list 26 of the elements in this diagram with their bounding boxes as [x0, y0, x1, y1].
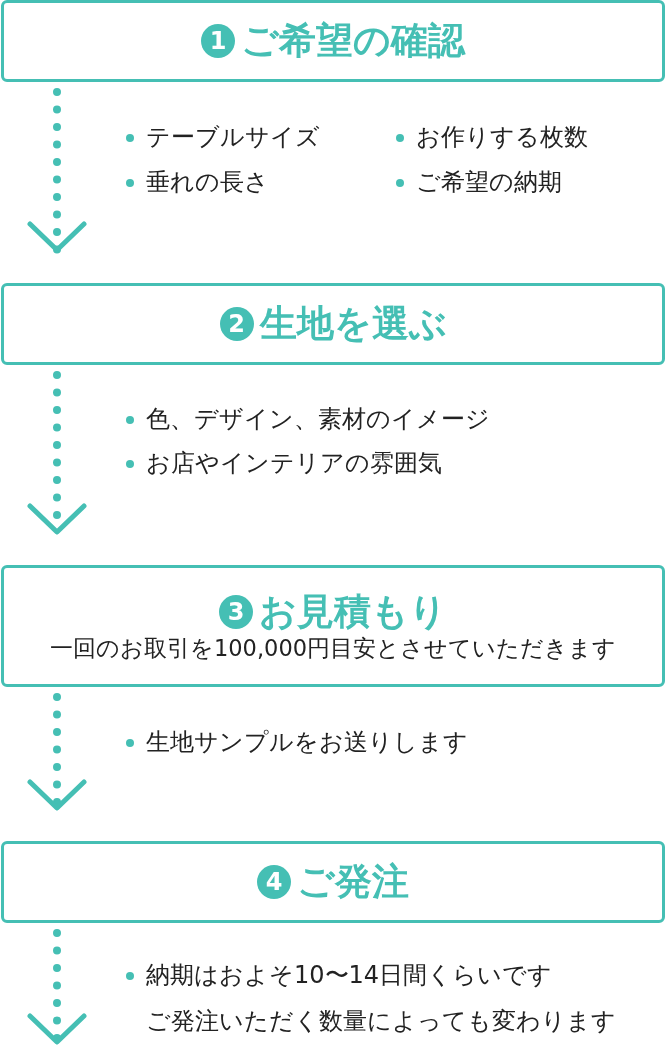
step-title: ご発注	[297, 860, 409, 904]
list-item: テーブルサイズ	[146, 122, 320, 152]
step-box	[1, 283, 665, 365]
list-item: ご希望の納期	[416, 167, 562, 197]
dotted-arrow	[27, 929, 87, 1046]
step-note: 一回のお取引を100,000円目安とさせていただきます	[49, 634, 616, 662]
dotted-arrow	[27, 88, 87, 254]
list-item: 生地サンプルをお送りします	[146, 727, 468, 757]
dotted-arrow	[27, 693, 87, 812]
step-number-badge: 2	[219, 307, 254, 341]
step-number-badge: 3	[219, 595, 253, 629]
step-number-badge: 4	[257, 865, 291, 899]
list-item: 納期はおよそ10〜14日間くらいです	[146, 960, 553, 990]
step-title: ご希望の確認	[241, 19, 465, 63]
list-item: ご発注いただく数量によっても変わります	[146, 1006, 616, 1036]
list-item: 色、デザイン、素材のイメージ	[146, 404, 490, 434]
list-item: お店やインテリアの雰囲気	[146, 448, 442, 478]
step-box	[1, 565, 665, 687]
step-box	[1, 841, 665, 923]
step-box	[1, 0, 665, 82]
list-item: 垂れの長さ	[146, 167, 269, 197]
step-title: 生地を選ぶ	[259, 302, 447, 346]
step-number-badge: 1	[201, 24, 235, 58]
dotted-arrow	[27, 371, 87, 536]
step-title: お見積もり	[259, 590, 447, 634]
list-item: お作りする枚数	[416, 122, 588, 152]
